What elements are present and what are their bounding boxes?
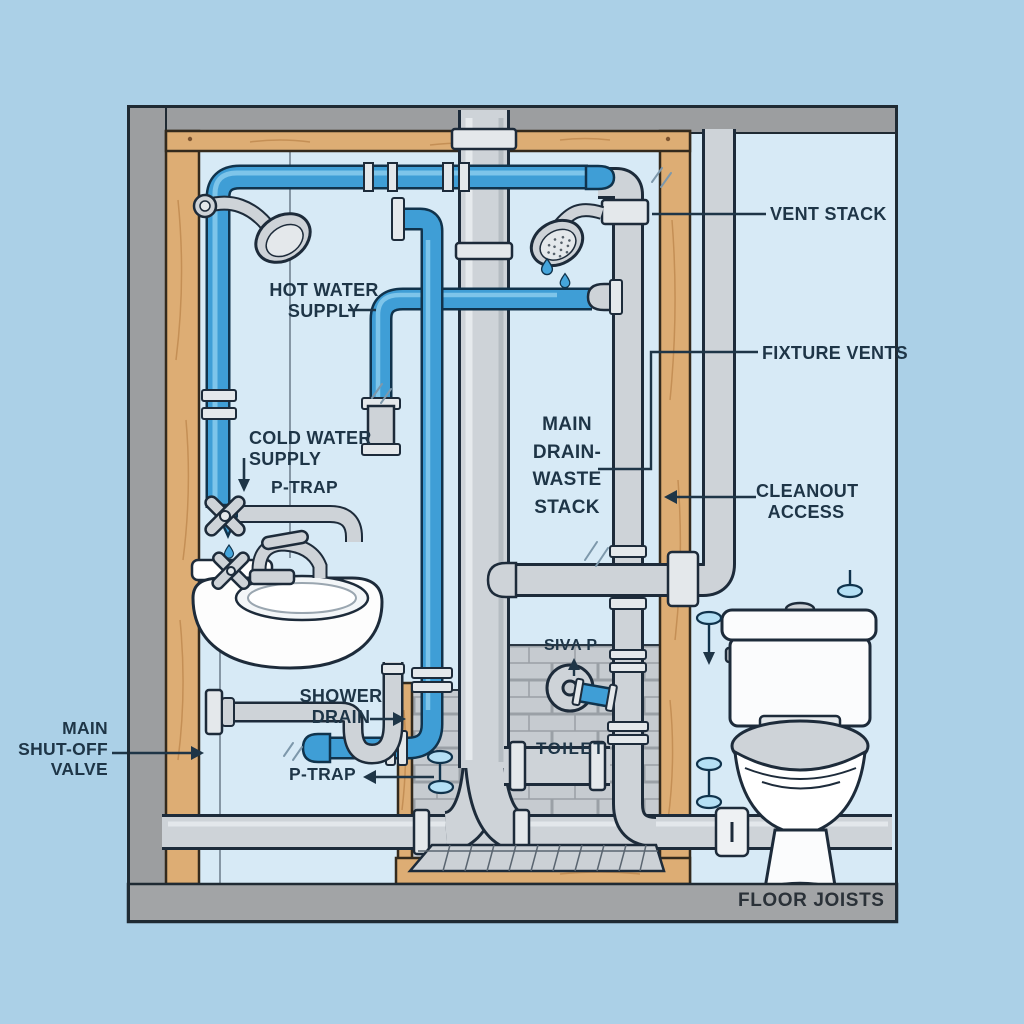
label-main-drain-waste-stack: MAIN DRAIN- WASTE STACK: [532, 414, 602, 518]
shower-floor-grate: [407, 843, 666, 873]
shower-head-center-icon: [529, 203, 605, 289]
hot-water-supply-pipe: [361, 279, 623, 456]
label-floor-joists: FLOOR JOISTS: [738, 890, 885, 911]
diagram-border: [127, 105, 898, 923]
leader-lines: [112, 212, 766, 784]
label-hot-water-supply: HOT WATER SUPPLY: [269, 280, 379, 322]
label-cleanout-access: CLEANOUT ACCESS: [756, 481, 859, 523]
toilet: [720, 601, 878, 907]
water-drop-icon: [223, 544, 235, 559]
label-p-trap-sink: P-TRAP: [271, 477, 338, 497]
main-drain-waste-stack-pipe: [412, 110, 531, 856]
label-main-shutoff-valve: MAIN SHUT-OFF VALVE: [18, 718, 108, 780]
flow-indicator-icons: [426, 570, 864, 810]
label-toilet: TOILET: [536, 739, 606, 758]
label-cold-water-supply: COLD WATER SUPPLY: [249, 428, 372, 470]
wood-framing: [164, 129, 692, 886]
label-fixture-vents: FIXTURE VENTS: [762, 343, 908, 363]
faucet-icon: [211, 529, 328, 590]
vent-trap-fitting: [545, 663, 618, 713]
label-shower-drain: SHOWER DRAIN: [299, 686, 383, 728]
label-vent-stack: VENT STACK: [770, 204, 887, 224]
glint-marks: [283, 167, 672, 761]
label-p-trap-shower: P-TRAP: [289, 764, 356, 784]
toilet-drain-pipe: [504, 740, 610, 792]
cross-valve-handle-icon: [204, 495, 246, 537]
shower-head-left-icon: [192, 193, 312, 264]
right-vent-pipe: [486, 129, 736, 610]
label-s-trap: SIVΛ P: [544, 637, 598, 654]
shower-drain-pipe: [301, 197, 453, 766]
cleanout-plug-icon: [714, 806, 750, 858]
sink: [190, 529, 405, 765]
shutoff-valve-and-spout: [204, 495, 363, 559]
water-drop-icon: [540, 257, 571, 289]
